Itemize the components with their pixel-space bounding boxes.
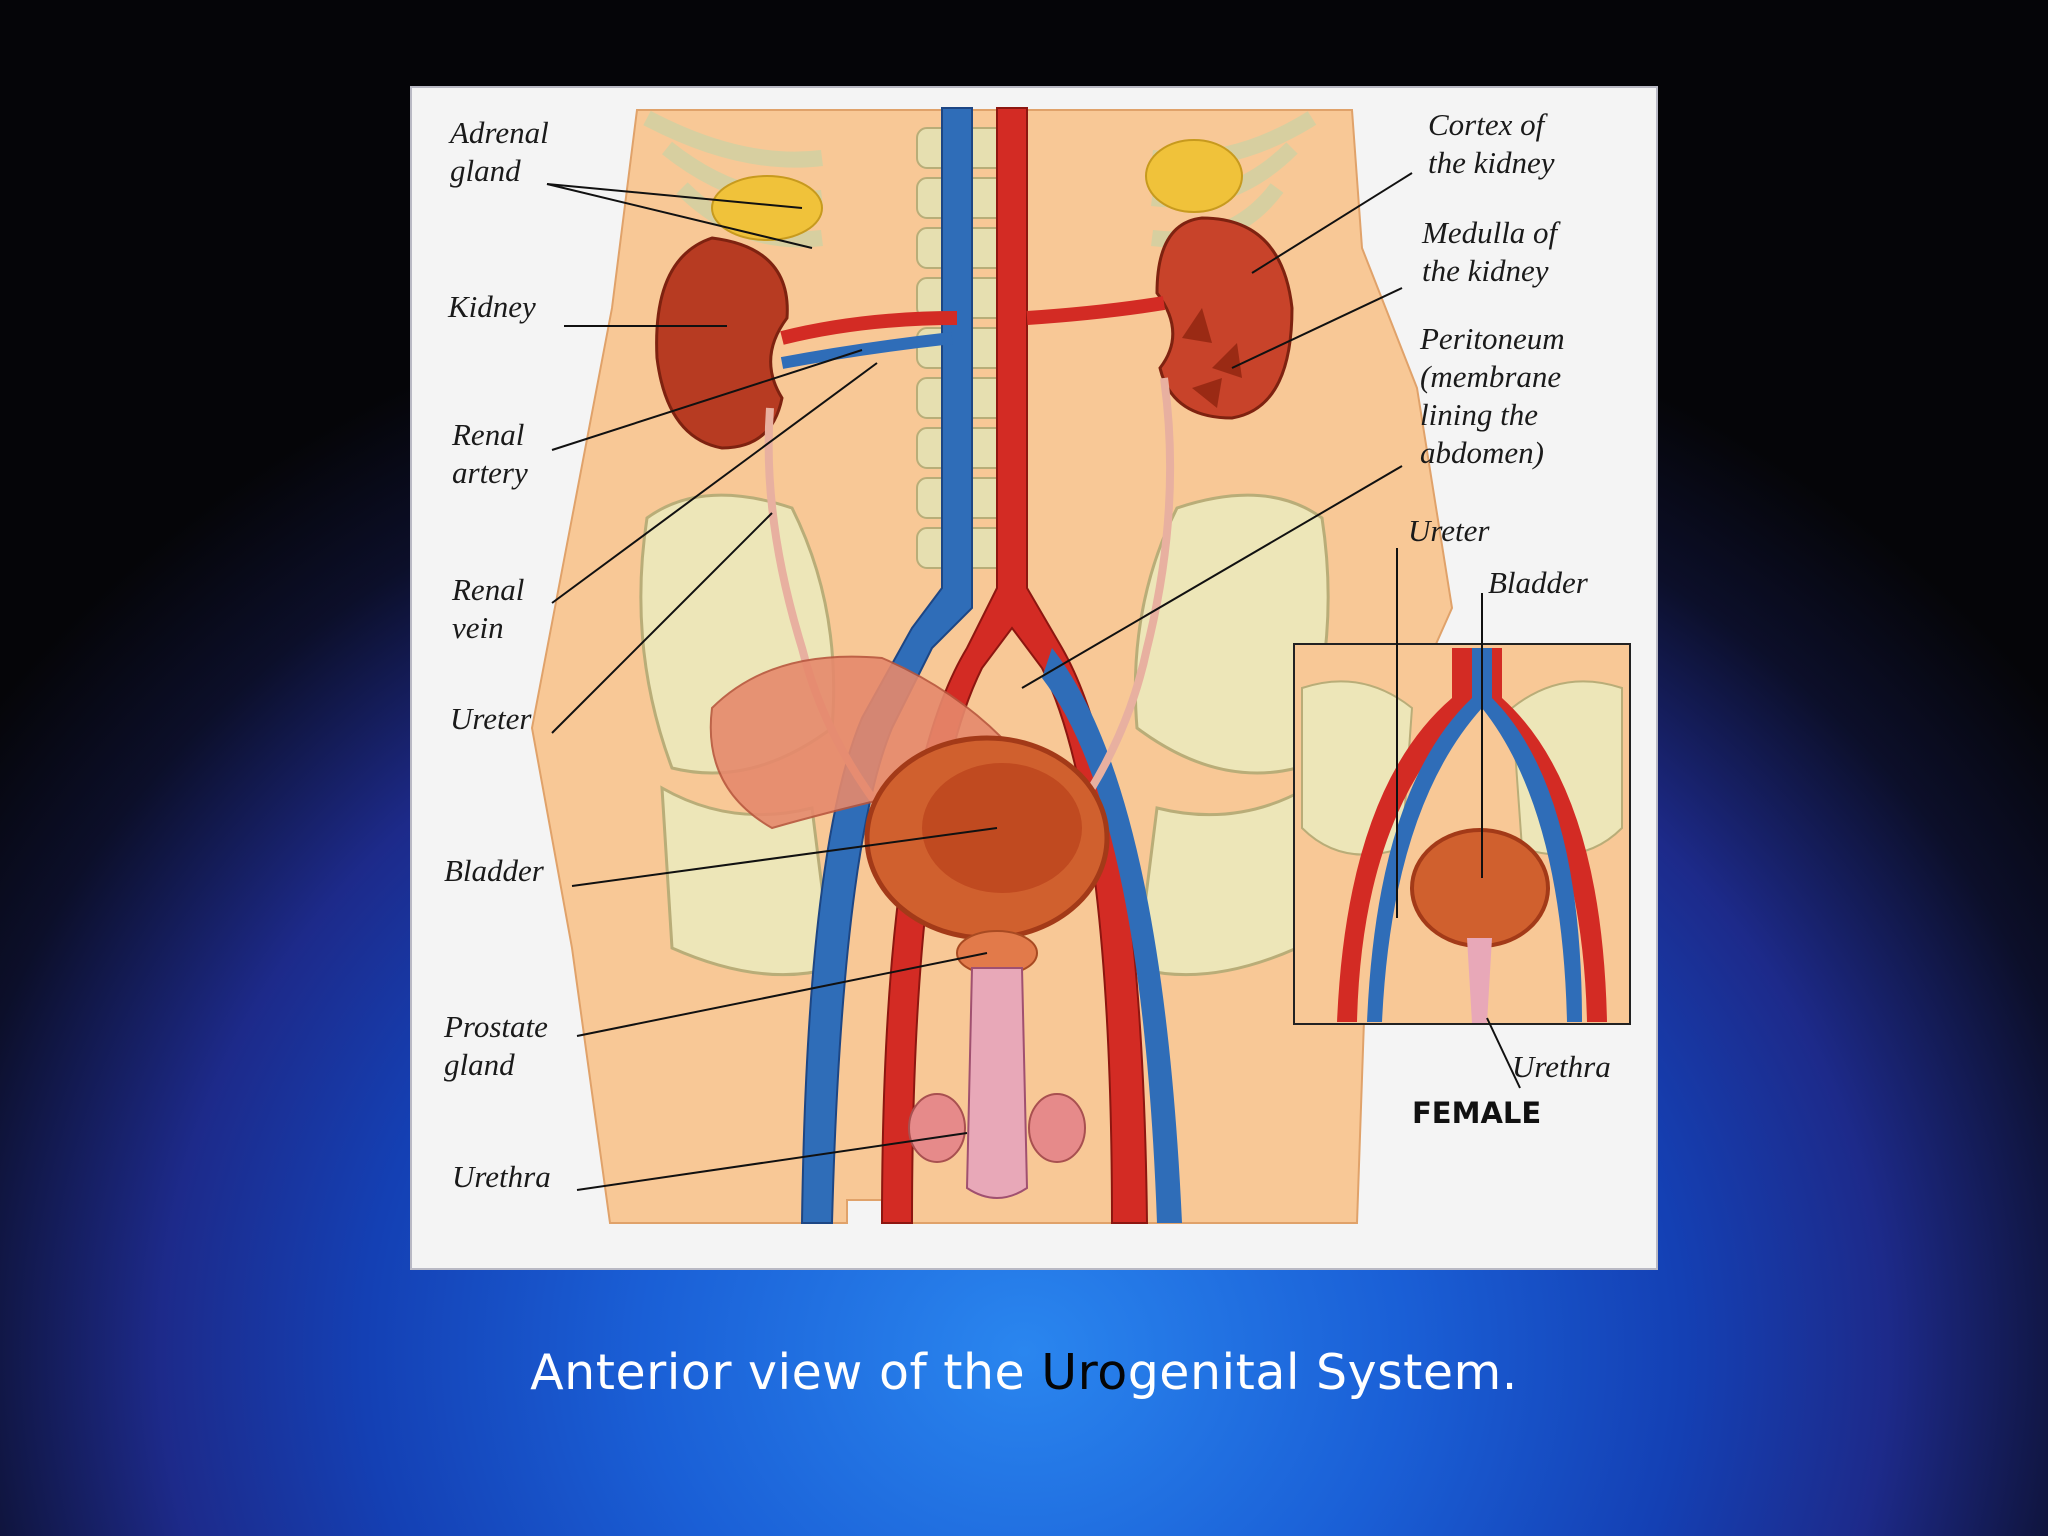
testis-right	[1028, 1093, 1086, 1163]
leader-lines	[546, 172, 1521, 1191]
anatomy-illustration	[530, 107, 1631, 1224]
urogenital-figure: Adrenal gland Kidney Renal artery Renal …	[410, 86, 1658, 1270]
caption-after: genital System.	[1127, 1344, 1518, 1401]
renal-vein-left	[780, 332, 953, 369]
testis-left	[908, 1093, 966, 1163]
label-peritoneum: Peritoneum (membrane lining the abdomen)	[1420, 321, 1565, 470]
renal-artery-left	[780, 311, 958, 345]
label-prostate-gland: Prostate gland	[444, 1009, 548, 1082]
label-urethra-left: Urethra	[452, 1159, 551, 1194]
label-urethra-right: Urethra	[1512, 1049, 1611, 1084]
label-bladder-left: Bladder	[444, 853, 544, 888]
bladder-inner	[922, 763, 1082, 893]
slide-caption: Anterior view of the Urogenital System.	[0, 1344, 2048, 1401]
label-ureter-right: Ureter	[1408, 513, 1490, 548]
female-inset	[1293, 643, 1631, 1025]
inset-title-female: FEMALE	[1412, 1096, 1542, 1130]
kidney-right	[1155, 216, 1294, 420]
label-cortex: Cortex of the kidney	[1428, 107, 1555, 180]
label-renal-vein: Renal vein	[452, 572, 525, 645]
caption-before: Anterior view of the	[530, 1344, 1042, 1401]
kidney-left	[655, 236, 789, 450]
vena-cava-right-branch	[1042, 648, 1182, 1223]
adrenal-right	[1145, 139, 1243, 213]
caption-highlight: Uro	[1041, 1344, 1128, 1401]
label-bladder-right: Bladder	[1488, 565, 1588, 600]
label-renal-artery: Renal artery	[452, 417, 528, 490]
label-ureter-left: Ureter	[450, 701, 532, 736]
renal-vessels-right	[1026, 296, 1166, 325]
label-medulla: Medulla of the kidney	[1422, 215, 1558, 288]
kidney-medulla	[1182, 308, 1242, 408]
penis	[965, 967, 1029, 1199]
label-kidney: Kidney	[448, 289, 536, 324]
adrenal-left	[711, 175, 823, 241]
label-adrenal-gland: Adrenal gland	[450, 115, 549, 188]
